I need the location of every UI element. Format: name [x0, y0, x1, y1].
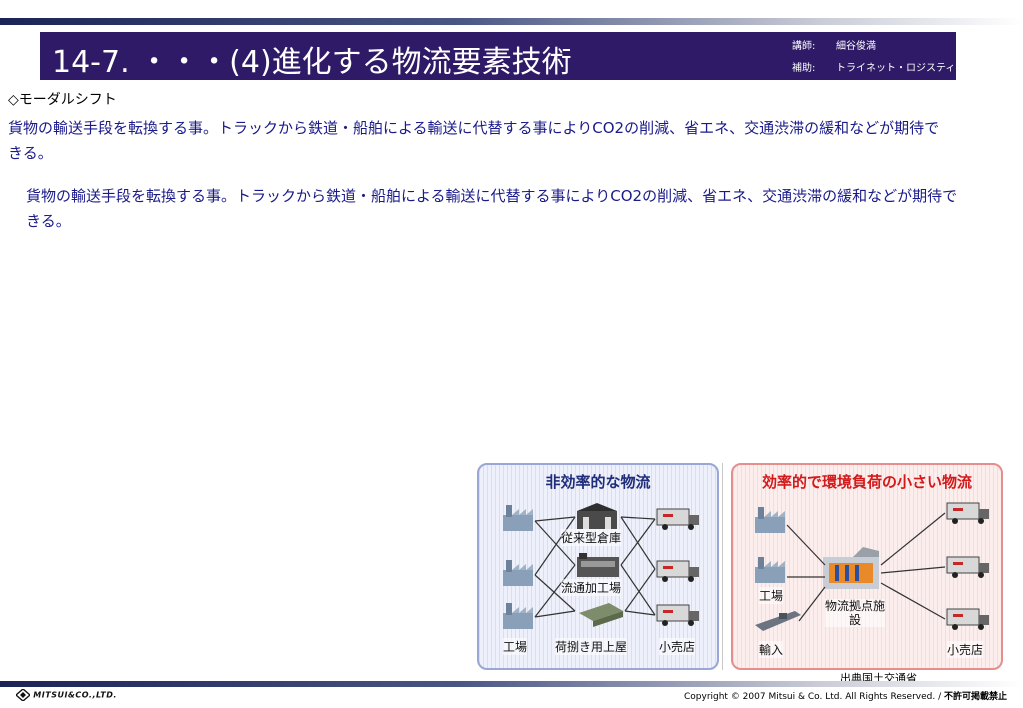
efficient-title: 効率的で環境負荷の小さい物流	[761, 473, 972, 491]
factory-label: 工場	[759, 587, 784, 604]
processing-plant-icon	[577, 553, 619, 577]
factory-icons	[755, 507, 785, 583]
warehouse-icon	[577, 503, 617, 529]
truck-icon	[656, 604, 699, 626]
retail-label: 小売店	[947, 641, 984, 658]
hub-label: 物流拠点施設	[825, 599, 886, 627]
flow-arrows	[786, 512, 946, 622]
paragraph-1: 貨物の輸送手段を転換する事。トラックから鉄道・船舶による輸送に代替する事によりC…	[8, 119, 940, 162]
mitsui-logo-icon	[16, 689, 30, 701]
slide-title: 14-7. ・・・(4)進化する物流要素技術	[52, 45, 572, 80]
paragraph-2: 貨物の輸送手段を転換する事。トラックから鉄道・船舶による輸送に代替する事によりC…	[26, 187, 958, 230]
warehouse-label: 従来型倉庫	[561, 529, 622, 546]
company-logo: MITSUI&CO.,LTD.	[16, 689, 117, 701]
copyright-notice: Copyright © 2007 Mitsui & Co. Ltd. All R…	[684, 689, 1007, 702]
factory-icon	[755, 557, 785, 583]
factory-icon	[503, 505, 533, 531]
lecturer-name: 細谷俊満	[836, 41, 876, 52]
processing-label: 流通加工場	[561, 579, 622, 596]
panel-divider	[722, 463, 723, 670]
inefficient-title: 非効率的な物流	[545, 473, 651, 491]
bottom-rule	[0, 681, 1023, 687]
assistant-label: 補助:	[792, 63, 816, 74]
copyright-text: Copyright © 2007 Mitsui & Co. Ltd. All R…	[683, 692, 944, 702]
import-label: 輸入	[759, 641, 784, 658]
inefficient-diagram	[503, 503, 699, 629]
title-bar: 14-7. ・・・(4)進化する物流要素技術 講師: 細谷俊満 補助: トライネット…	[40, 32, 975, 80]
crossing-arrows	[534, 516, 656, 618]
cargo-shed-icon	[579, 603, 623, 627]
factory-icon	[503, 603, 533, 629]
assistant-name: トライネット・ロジスティクス	[836, 63, 976, 74]
retail-truck-icons	[946, 502, 989, 630]
efficient-logistics-panel: 効率的で環境負荷の小さい物流	[731, 463, 1003, 670]
truck-icon	[656, 508, 699, 530]
retail-truck-icons	[656, 508, 699, 626]
staff-credits: 講師: 細谷俊満 補助: トライネット・ロジスティクス	[792, 36, 975, 80]
factory-icons	[503, 505, 533, 629]
inefficient-logistics-panel: 非効率的な物流	[477, 463, 719, 670]
cargo-shed-label: 荷捌き用上屋	[555, 638, 628, 655]
modal-shift-figure: 非効率的な物流	[477, 463, 1005, 672]
efficient-diagram	[755, 502, 989, 631]
lecturer-label: 講師:	[792, 41, 816, 52]
logistics-hub-icon	[823, 547, 879, 589]
company-name: MITSUI&CO.,LTD.	[33, 690, 117, 700]
truck-icon	[656, 560, 699, 582]
section-heading: ◇モーダルシフト	[8, 92, 117, 108]
truck-icon	[946, 608, 989, 630]
top-rule	[0, 18, 1023, 25]
retail-label: 小売店	[659, 638, 696, 655]
middle-facility-icons	[577, 503, 623, 627]
truck-icon	[946, 502, 989, 524]
factory-icon	[755, 507, 785, 533]
factory-label: 工場	[503, 638, 528, 655]
factory-icon	[503, 560, 533, 586]
copyright-restriction: 不許可掲載禁止	[943, 692, 1007, 702]
truck-icon	[946, 556, 989, 578]
ship-icon	[755, 611, 801, 631]
